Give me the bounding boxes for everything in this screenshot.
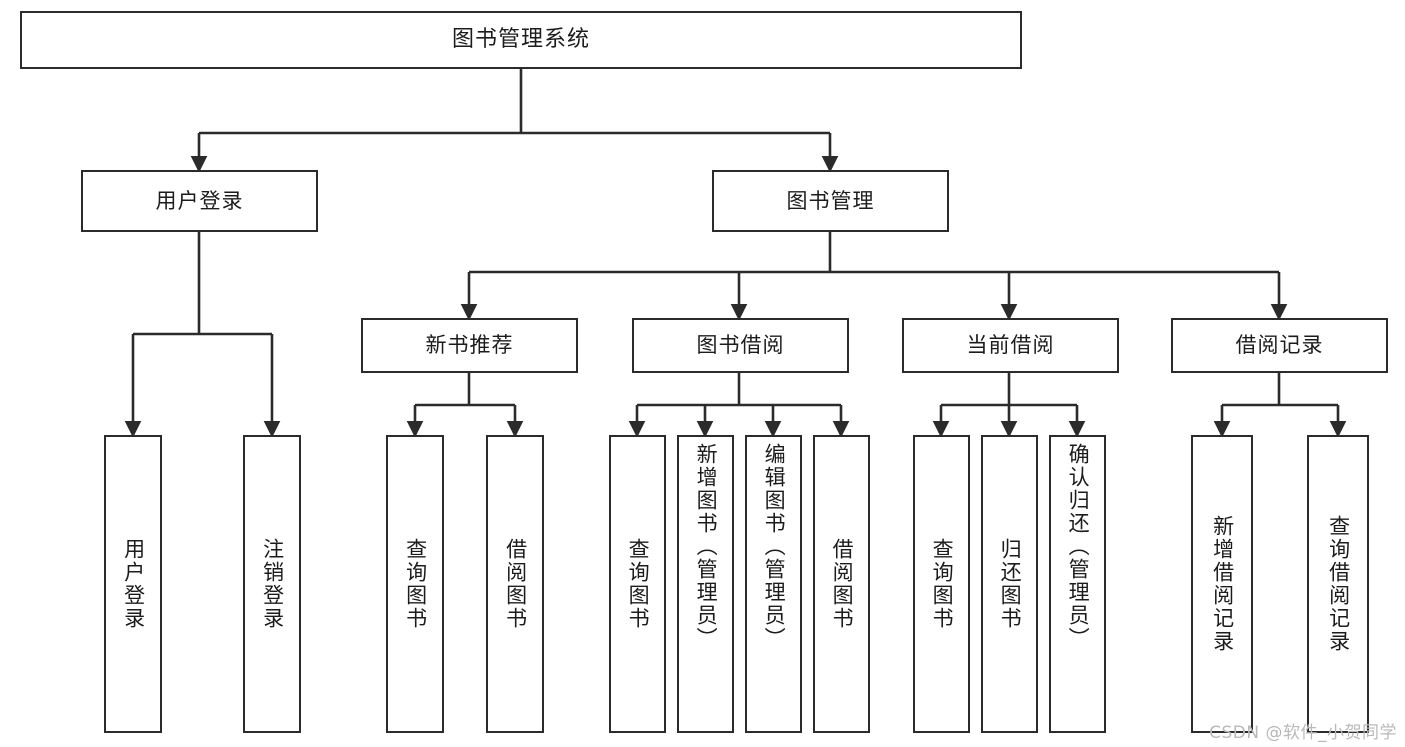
- node-leaf-query-book-2-label: 查询图书: [626, 538, 651, 630]
- node-leaf-user-logout[interactable]: 注销登录: [243, 435, 301, 733]
- node-leaf-query-book-1[interactable]: 查询图书: [386, 435, 444, 733]
- node-book-manage[interactable]: 图书管理: [712, 170, 949, 232]
- node-current-borrow[interactable]: 当前借阅: [902, 318, 1119, 373]
- node-user-login-label: 用户登录: [155, 188, 244, 213]
- node-leaf-return-book[interactable]: 归还图书: [981, 435, 1038, 733]
- node-leaf-confirm-return[interactable]: 确认归还（管理员）: [1049, 435, 1106, 733]
- node-leaf-query-book-2[interactable]: 查询图书: [609, 435, 666, 733]
- node-leaf-borrow-book-2-label: 借阅图书: [830, 538, 855, 630]
- node-leaf-add-book[interactable]: 新增图书（管理员）: [677, 435, 734, 733]
- node-leaf-query-book-3-label: 查询图书: [930, 538, 955, 630]
- node-new-book-recommend[interactable]: 新书推荐: [361, 318, 578, 373]
- csdn-watermark: CSDN @软件_小贺同学: [1209, 723, 1397, 743]
- node-leaf-user-logout-label: 注销登录: [260, 538, 285, 630]
- node-leaf-add-record-label: 新增借阅记录: [1210, 515, 1235, 653]
- node-new-book-recommend-label: 新书推荐: [425, 333, 514, 358]
- node-borrow-record[interactable]: 借阅记录: [1171, 318, 1388, 373]
- node-borrow-record-label: 借阅记录: [1235, 333, 1324, 358]
- node-root[interactable]: 图书管理系统: [20, 11, 1022, 69]
- node-leaf-edit-book[interactable]: 编辑图书（管理员）: [745, 435, 802, 733]
- node-book-borrow[interactable]: 图书借阅: [632, 318, 849, 373]
- node-leaf-query-book-1-label: 查询图书: [403, 538, 428, 630]
- node-book-borrow-label: 图书借阅: [696, 333, 785, 358]
- node-leaf-borrow-book-2[interactable]: 借阅图书: [813, 435, 870, 733]
- node-leaf-borrow-book-1-label: 借阅图书: [503, 538, 528, 630]
- node-leaf-edit-book-label: 编辑图书（管理员）: [762, 443, 787, 650]
- node-leaf-query-book-3[interactable]: 查询图书: [913, 435, 970, 733]
- node-leaf-query-record-label: 查询借阅记录: [1326, 515, 1351, 653]
- node-leaf-confirm-return-label: 确认归还（管理员）: [1066, 443, 1091, 650]
- node-leaf-user-login[interactable]: 用户登录: [104, 435, 162, 733]
- node-leaf-query-record[interactable]: 查询借阅记录: [1307, 435, 1369, 733]
- node-book-manage-label: 图书管理: [786, 188, 875, 213]
- node-leaf-user-login-label: 用户登录: [121, 538, 146, 630]
- node-current-borrow-label: 当前借阅: [966, 333, 1055, 358]
- node-root-label: 图书管理系统: [451, 27, 590, 53]
- node-leaf-add-record[interactable]: 新增借阅记录: [1191, 435, 1253, 733]
- node-leaf-borrow-book-1[interactable]: 借阅图书: [486, 435, 544, 733]
- node-leaf-add-book-label: 新增图书（管理员）: [694, 443, 719, 650]
- node-leaf-return-book-label: 归还图书: [998, 538, 1023, 630]
- node-user-login[interactable]: 用户登录: [81, 170, 318, 232]
